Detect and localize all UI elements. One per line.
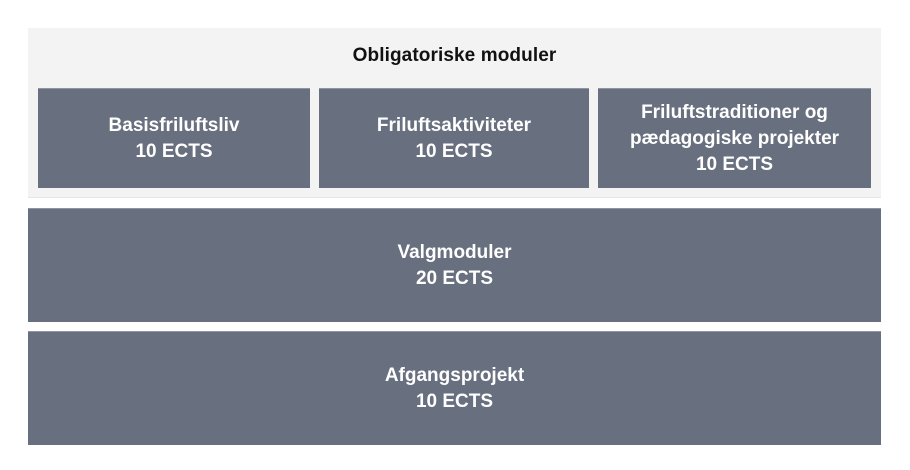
final-project-credits: 10 ECTS — [415, 390, 494, 412]
module-credits: 10 ECTS — [695, 153, 774, 175]
mandatory-modules-title: Obligatoriske moduler — [352, 45, 557, 66]
module-name: Friluftsaktiviteter — [376, 114, 532, 136]
final-project-box: Afgangsprojekt 10 ECTS — [28, 331, 881, 445]
final-project-name: Afgangsprojekt — [384, 364, 525, 386]
module-credits: 10 ECTS — [415, 140, 493, 162]
module-friluftstraditioner: Friluftstraditioner og pædagogiske proje… — [598, 88, 871, 188]
module-name-line2: pædagogiske projekter — [629, 127, 840, 149]
module-credits: 10 ECTS — [135, 140, 213, 162]
module-basisfriluftsliv: Basisfriluftsliv 10 ECTS — [38, 88, 310, 188]
elective-modules-box: Valgmoduler 20 ECTS — [28, 208, 881, 322]
module-name-line1: Friluftstraditioner og — [641, 101, 828, 123]
module-friluftsaktiviteter: Friluftsaktiviteter 10 ECTS — [319, 88, 589, 188]
elective-credits: 20 ECTS — [415, 267, 494, 289]
elective-name: Valgmoduler — [397, 241, 512, 263]
module-name: Basisfriluftsliv — [108, 114, 240, 136]
